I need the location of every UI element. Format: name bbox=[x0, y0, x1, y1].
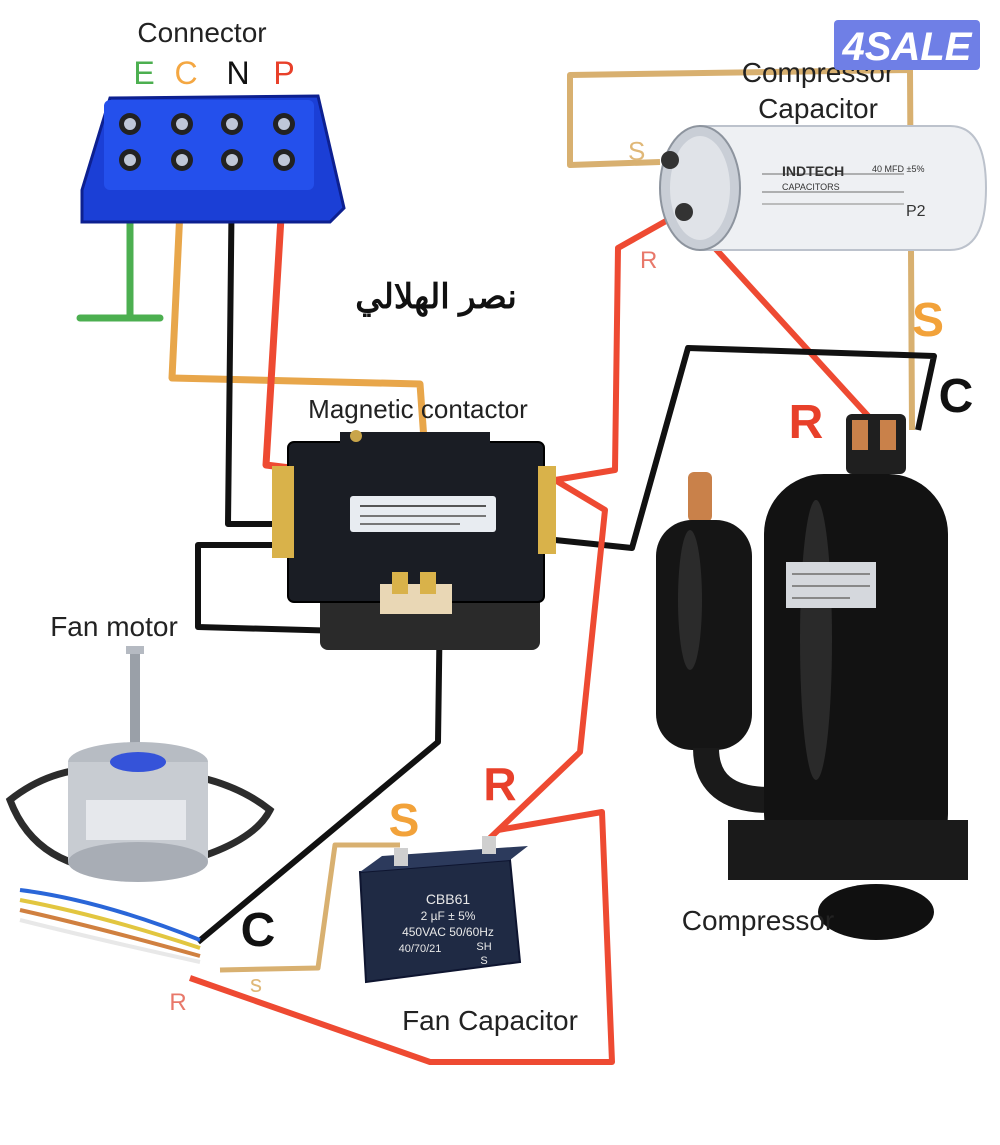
fan-r-loop-wire bbox=[189, 809, 615, 1065]
neutral-wire bbox=[225, 167, 282, 527]
fan-cap-spec5: S bbox=[480, 955, 487, 967]
author-name: نصر الهلالي bbox=[355, 278, 517, 317]
watermark-badge bbox=[834, 20, 980, 70]
fan-cap-model: CBB61 bbox=[426, 891, 471, 907]
cap-r-wire bbox=[554, 209, 684, 483]
fan-cap-s-label: S bbox=[389, 794, 420, 846]
fan-cap-spec3: 40/70/21 bbox=[399, 943, 442, 955]
terminal-e-label: E bbox=[133, 55, 154, 91]
terminal-c-label: C bbox=[174, 55, 197, 91]
fan-cap-r-wire bbox=[487, 477, 608, 841]
compressor-capacitor bbox=[659, 125, 988, 251]
comp-cap-brand-sub: CAPACITORS bbox=[782, 182, 840, 192]
comp-cap-title-2: Capacitor bbox=[758, 93, 878, 124]
fan-motor bbox=[5, 646, 275, 964]
terminal-n-label: N bbox=[226, 55, 249, 91]
compressor-r-label: R bbox=[789, 396, 824, 449]
comp-cap-model: P2 bbox=[906, 203, 926, 220]
watermark-text: 4SALE bbox=[842, 25, 973, 69]
terminal-p-label: P bbox=[273, 55, 294, 91]
connector-title: Connector bbox=[137, 17, 266, 48]
comp-cap-s-label: S bbox=[628, 136, 645, 166]
fan-capacitor bbox=[358, 836, 528, 984]
compressor bbox=[656, 414, 968, 940]
compressor-s-label: S bbox=[912, 294, 944, 347]
fan-motor-s-label: s bbox=[250, 971, 262, 998]
comp-cap-rating: 40 MFD ±5% bbox=[872, 164, 924, 174]
compressor-c-label: C bbox=[939, 370, 974, 423]
contactor-title: Magnetic contactor bbox=[308, 394, 528, 424]
terminal-connector bbox=[80, 94, 346, 224]
common-wire bbox=[168, 167, 428, 441]
fan-cap-spec2: 450VAC 50/60Hz bbox=[402, 925, 494, 939]
fan-motor-r-label: R bbox=[169, 989, 186, 1016]
comp-cap-brand: INDTECH bbox=[782, 163, 844, 179]
fan-cap-title: Fan Capacitor bbox=[402, 1005, 578, 1036]
fan-cap-s-wire bbox=[219, 842, 400, 973]
fan-cap-spec4: SH bbox=[476, 941, 491, 953]
fan-cap-spec1: 2 µF ± 5% bbox=[421, 909, 476, 923]
fan-motor-title: Fan motor bbox=[50, 611, 178, 642]
magnetic-contactor bbox=[272, 430, 556, 650]
comp-c-wire bbox=[554, 345, 937, 551]
comp-cap-r-label: R bbox=[640, 247, 657, 274]
fan-cap-r-label: R bbox=[483, 758, 516, 810]
fan-motor-c-label: C bbox=[241, 904, 276, 957]
compressor-title: Compressor bbox=[682, 905, 834, 936]
